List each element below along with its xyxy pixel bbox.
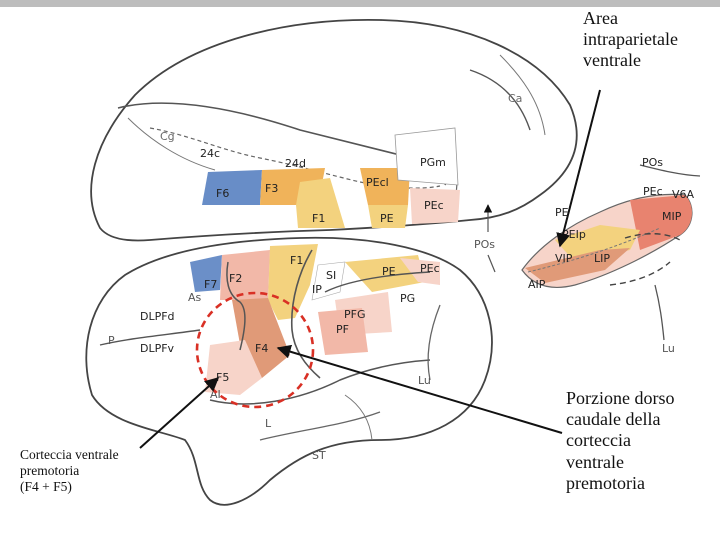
inset-label-vip: VIP	[555, 252, 573, 265]
label-pfg: PFG	[344, 308, 365, 321]
inset-label-aip: AIP	[528, 278, 546, 291]
inset-label-v6a: V6A	[672, 188, 695, 201]
inset-label-pe: PE	[555, 206, 569, 219]
intraparietal-sulcus	[324, 271, 431, 293]
area-pe-medial	[368, 205, 408, 228]
label-f4: F4	[255, 342, 268, 355]
label-pec-lateral: PEc	[420, 262, 440, 275]
label-f3: F3	[265, 182, 278, 195]
area-f7	[190, 255, 222, 292]
inset-label-peip: PEIp	[562, 228, 586, 241]
inset-fundus	[527, 227, 661, 273]
label-l: L	[265, 417, 272, 430]
label-f7: F7	[204, 278, 217, 291]
medial-outline	[90, 18, 578, 242]
label-ca: Ca	[508, 92, 522, 105]
arrow-to-f4	[276, 344, 563, 434]
inset-label-mip: MIP	[662, 210, 682, 223]
lateral-view: F7 F2 F1 SI PE PEc As IP DLPFd PFG PG PF…	[85, 236, 493, 506]
label-f1-lateral: F1	[290, 254, 303, 267]
label-pgm: PGm	[420, 156, 446, 169]
intraparietal-inset: POs PEc V6A PE MIP PEIp VIP LIP AIP Lu	[521, 156, 701, 355]
label-24c: 24c	[200, 147, 220, 160]
lateral-sulcus	[209, 359, 431, 405]
label-ip: IP	[312, 283, 322, 296]
label-p: P	[108, 334, 115, 347]
superior-temporal-sulcus	[259, 411, 381, 441]
label-pecl: PEcl	[366, 176, 389, 189]
label-f1-medial: F1	[312, 212, 325, 225]
inset-peip	[555, 225, 640, 262]
arcuate-sulcus	[226, 261, 246, 351]
area-pec-medial	[410, 188, 460, 224]
label-pf: PF	[336, 323, 349, 336]
label-f2: F2	[229, 272, 242, 285]
label-pec-medial: PEc	[424, 199, 444, 212]
annotation-dorso-caudal-premotor-portion: Porzione dorso caudale della corteccia v…	[566, 388, 675, 493]
area-si	[311, 261, 346, 301]
label-pe-lateral: PE	[382, 265, 396, 278]
principal-sulcus	[99, 329, 201, 346]
inset-vip	[525, 248, 630, 283]
top-border	[0, 0, 720, 7]
label-lu-lateral: Lu	[418, 374, 431, 387]
label-cg: Cg	[160, 130, 175, 143]
arrow-to-f5	[139, 377, 220, 449]
premotor-highlight-circle	[195, 291, 315, 409]
arrow-to-vip	[556, 89, 601, 248]
label-st: ST	[312, 449, 326, 462]
area-f1-medial	[296, 178, 345, 228]
label-pe-medial: PE	[380, 212, 394, 225]
area-f6	[202, 170, 262, 205]
lateral-outline	[85, 236, 493, 506]
inset-label-lu: Lu	[662, 342, 675, 355]
label-si: SI	[326, 269, 336, 282]
inset-mip	[630, 195, 692, 250]
area-f2	[220, 250, 270, 300]
label-f6: F6	[216, 187, 229, 200]
label-dlpfd: DLPFd	[140, 310, 175, 323]
lunate-sulcus	[427, 304, 441, 381]
central-sulcus	[290, 249, 321, 379]
inset-label-lip: LIP	[594, 252, 610, 265]
inset-label-pec: PEc	[643, 185, 663, 198]
area-pgm	[394, 127, 459, 186]
area-pec-lateral	[400, 258, 440, 285]
area-pf	[318, 308, 368, 355]
medial-view: Ca Cg 24c 24d PGm F6 F3 PEcl F1 PE PEc	[90, 18, 578, 242]
label-as: As	[188, 291, 202, 304]
annotation-ventral-premotor-cortex: Corteccia ventrale premotoria (F4 + F5)	[20, 447, 119, 494]
label-ai: AI	[210, 388, 221, 401]
annotation-ventral-intraparietal-area: Area intraparietale ventrale	[583, 8, 678, 71]
area-f5	[205, 340, 262, 395]
inset-label-pos: POs	[642, 156, 663, 169]
label-pos-lateral: POs	[474, 238, 495, 251]
label-pg: PG	[400, 292, 415, 305]
label-dlpfv: DLPFv	[140, 342, 175, 355]
label-f5: F5	[216, 371, 229, 384]
inset-lunate	[654, 284, 665, 341]
label-24d: 24d	[285, 157, 306, 170]
